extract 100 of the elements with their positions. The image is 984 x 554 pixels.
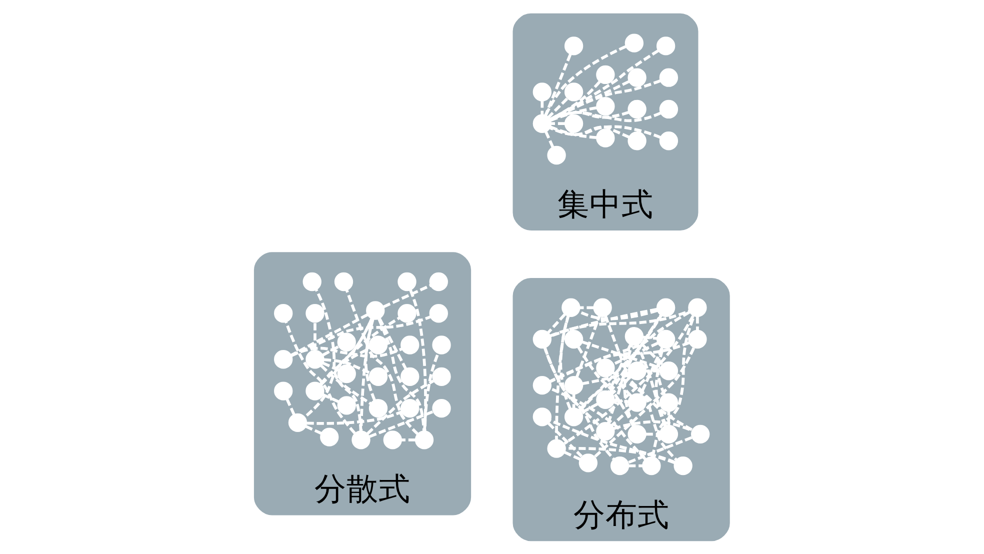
connector: [606, 314, 662, 424]
node-circle: [398, 272, 416, 292]
node-circle: [659, 362, 678, 380]
node-circle: [429, 304, 448, 323]
connector: [543, 347, 600, 426]
node-circle: [564, 82, 584, 102]
node-circle: [656, 298, 676, 317]
node-circle: [596, 65, 615, 84]
node-circle: [429, 272, 448, 292]
node-circle: [596, 97, 615, 116]
connector: [320, 364, 372, 405]
connector: [614, 399, 628, 404]
node-circle: [334, 272, 354, 292]
node-circle: [659, 424, 678, 444]
connector: [544, 130, 554, 148]
node-circle: [352, 430, 370, 450]
connector: [696, 316, 699, 330]
connector: [646, 369, 660, 372]
node-circle: [688, 330, 707, 349]
connector: [550, 125, 662, 139]
connector: [646, 432, 660, 436]
node-circle: [624, 34, 644, 52]
connector: [378, 318, 426, 432]
connector: [550, 80, 630, 121]
node-circle: [274, 382, 293, 400]
node-circle: [532, 408, 552, 426]
connector: [550, 106, 597, 122]
connector: [549, 49, 660, 121]
connector: [612, 342, 659, 366]
connector: [559, 315, 572, 410]
node-circle: [432, 336, 451, 354]
connector: [572, 394, 576, 408]
node-circle: [337, 396, 356, 415]
node-circle: [564, 408, 584, 426]
node-circle: [688, 298, 707, 317]
connector: [544, 54, 572, 116]
node-circle: [400, 398, 420, 418]
node-circle: [400, 367, 420, 386]
connector: [547, 313, 566, 334]
node-circle: [383, 430, 402, 450]
cluster: 分散式: [254, 252, 472, 516]
connector: [290, 315, 431, 358]
node-circle: [596, 422, 615, 441]
connector: [320, 316, 400, 386]
node-circle: [398, 304, 416, 323]
node-circle: [306, 382, 324, 400]
connector: [322, 393, 340, 404]
node-circle: [532, 376, 552, 395]
node-circle: [628, 68, 646, 87]
node-circle: [562, 298, 580, 317]
connector: [324, 358, 371, 374]
node-circle: [368, 367, 388, 386]
connector: [604, 315, 678, 462]
node-circle: [400, 336, 420, 354]
connector: [314, 322, 316, 351]
node-circle: [337, 332, 356, 352]
cluster: 分布式: [512, 278, 730, 542]
node-circle: [274, 304, 293, 323]
connector: [656, 346, 666, 396]
connector: [550, 387, 646, 460]
connector: [549, 341, 690, 383]
connector: [322, 362, 340, 372]
node-circle: [674, 456, 692, 476]
connector: [580, 306, 594, 310]
node-circle: [564, 376, 584, 395]
node-circle: [547, 439, 566, 458]
connector: [654, 347, 666, 427]
connector: [550, 419, 676, 464]
node-circle: [628, 424, 646, 444]
node-circle: [659, 100, 678, 119]
connector: [639, 342, 664, 366]
node-circle: [659, 393, 678, 412]
connector: [547, 98, 568, 118]
connector: [623, 344, 635, 427]
connector: [345, 290, 419, 436]
connector: [284, 321, 356, 434]
connector: [401, 438, 416, 442]
cluster: 集中式: [512, 13, 698, 230]
node-circle: [366, 301, 385, 320]
connector: [667, 411, 670, 426]
connector: [594, 346, 696, 458]
connector: [304, 318, 374, 418]
connector: [286, 398, 296, 416]
connector: [306, 410, 402, 425]
connector: [550, 126, 630, 139]
node-circle: [656, 330, 676, 349]
node-circle: [547, 146, 566, 165]
node-circle: [532, 114, 552, 133]
node-circle: [306, 304, 324, 323]
node-circle: [432, 398, 451, 418]
node-circle: [288, 413, 308, 432]
connector: [582, 372, 629, 386]
node-circle: [596, 128, 615, 148]
connector: [564, 450, 581, 461]
node-circle: [532, 330, 552, 349]
node-circle: [628, 132, 646, 150]
connector: [360, 318, 374, 432]
connector: [582, 340, 661, 370]
connector: [423, 352, 440, 432]
node-circle: [628, 393, 646, 412]
